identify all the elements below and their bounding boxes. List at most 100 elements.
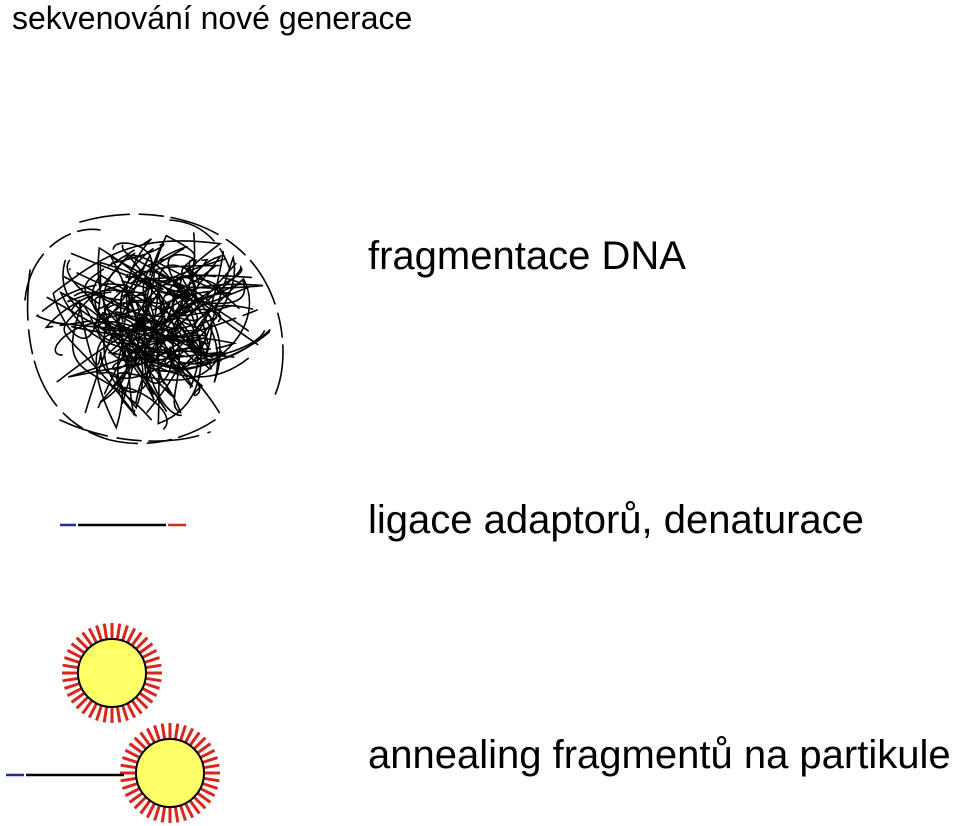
bead-spike xyxy=(95,624,103,642)
bead-spike xyxy=(173,806,180,823)
bead-spike xyxy=(173,723,180,740)
bead-spike xyxy=(179,724,187,742)
bead-spike xyxy=(70,642,86,655)
bead-spike xyxy=(160,806,167,823)
bead-spike xyxy=(115,623,122,640)
bead-spike xyxy=(192,795,207,810)
dna-strand xyxy=(66,243,210,345)
bead-spike xyxy=(184,727,195,744)
bead-spike xyxy=(126,627,137,644)
bead-spike xyxy=(201,756,219,764)
bead-spike xyxy=(121,624,129,642)
dna-strand xyxy=(128,274,243,416)
bead-spike xyxy=(126,702,137,719)
dna-strand xyxy=(24,228,101,301)
bead-spike xyxy=(87,627,98,644)
bead-adaptor-spikes xyxy=(120,723,220,823)
bead-spike xyxy=(62,663,79,670)
dna-strand xyxy=(98,266,197,393)
bead-spike xyxy=(95,704,103,722)
bead-spike xyxy=(128,791,144,804)
bead-spike xyxy=(70,691,86,704)
bead-particle xyxy=(62,623,162,723)
bead-spike xyxy=(87,702,98,719)
dna-strand xyxy=(70,301,222,401)
bead-spike xyxy=(153,804,161,822)
bead-spike xyxy=(199,787,216,798)
bead-spike xyxy=(102,706,109,723)
bead-spike xyxy=(130,631,143,647)
dna-strand xyxy=(62,259,246,378)
dna-strand xyxy=(116,264,249,412)
bead-spike xyxy=(75,695,90,710)
bead-spike xyxy=(139,731,152,747)
step-label-annealing: annealing fragmentů na partikule xyxy=(368,733,951,777)
bead-spike xyxy=(160,723,167,740)
bead-spike xyxy=(130,699,143,715)
bead-spike xyxy=(179,804,187,822)
bead-spike xyxy=(141,687,158,698)
bead-particle xyxy=(120,723,220,823)
step-label-fragmentation: fragmentace DNA xyxy=(368,234,686,278)
bead-spike xyxy=(201,782,219,790)
bead-spike xyxy=(143,656,161,664)
bead-spike xyxy=(121,704,129,722)
step-label-ligation: ligace adaptorů, denaturace xyxy=(368,498,864,542)
bead-spike xyxy=(66,648,83,659)
bead-spike xyxy=(102,623,109,640)
bead-spike xyxy=(138,691,154,704)
bead-spike xyxy=(63,656,81,664)
bead-spike xyxy=(121,756,139,764)
bead-core xyxy=(77,638,147,708)
bead-spike xyxy=(203,763,220,770)
bead-spike xyxy=(184,802,195,819)
bead-spike xyxy=(75,636,90,651)
bead-spike xyxy=(115,706,122,723)
dna-strand xyxy=(79,213,284,396)
bead-spike xyxy=(145,676,162,683)
bead-spike xyxy=(81,631,94,647)
bead-spike xyxy=(192,736,207,751)
bead-spike xyxy=(188,799,201,815)
dna-strand xyxy=(63,254,202,430)
bead-spike xyxy=(81,699,94,715)
bead-spike xyxy=(143,682,161,690)
bead-spike xyxy=(196,791,212,804)
dna-strand xyxy=(26,269,216,445)
bead-spike xyxy=(196,742,212,755)
bead-spike xyxy=(141,648,158,659)
bead-core xyxy=(135,738,205,808)
bead-spike xyxy=(134,695,149,710)
bead-spike xyxy=(124,748,141,759)
bead-spike xyxy=(188,731,201,747)
bead-spike xyxy=(145,802,156,819)
bead-spike xyxy=(128,742,144,755)
dna-strand xyxy=(91,274,254,384)
page-title: sekvenování nové generace xyxy=(12,0,413,36)
bead-spike xyxy=(63,682,81,690)
bead-adaptor-spikes xyxy=(62,623,162,723)
bead-spike xyxy=(121,782,139,790)
bead-spike xyxy=(120,776,137,783)
bead-spike xyxy=(153,724,161,742)
dna-strand xyxy=(35,268,207,342)
bead-spike xyxy=(199,748,216,759)
bead-spike xyxy=(120,763,137,770)
bead-spike xyxy=(138,642,154,655)
bead-spike xyxy=(139,799,152,815)
bead-spike xyxy=(133,736,148,751)
dna-strand xyxy=(169,219,231,271)
dna-strand xyxy=(94,242,217,312)
dna-tangle-illustration xyxy=(24,213,284,445)
bead-spike xyxy=(62,676,79,683)
bead-spike xyxy=(203,776,220,783)
dna-strand xyxy=(59,419,211,442)
dna-strand xyxy=(51,252,199,342)
bead-spike xyxy=(133,795,148,810)
bead-spike xyxy=(145,727,156,744)
bead-spike xyxy=(145,663,162,670)
bead-spike xyxy=(134,636,149,651)
bead-spike xyxy=(66,687,83,698)
bead-spike xyxy=(124,787,141,798)
